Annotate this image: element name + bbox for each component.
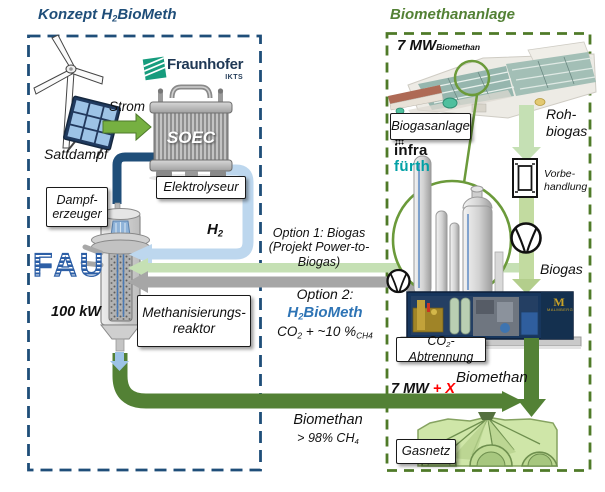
konzept-box-border: [27, 34, 262, 472]
power-label: 100 kW: [51, 304, 101, 320]
co2-separation-container-image: [400, 291, 582, 349]
vorbehandlung-label: Vorbe- handlung: [544, 168, 588, 193]
gasnetz-label-box: Gasnetz: [396, 439, 456, 464]
strom-arrow: [102, 112, 152, 142]
reactor-outlet-arrow: [110, 352, 129, 371]
fau-logo: FAU: [32, 247, 106, 283]
biomethan-pipe-from-reactor: [112, 353, 523, 412]
infra-fuerth-logo: infra fürth: [394, 139, 430, 175]
option2-co2-arrow: [128, 271, 400, 293]
konzept-title: Konzept H2BioMeth: [38, 6, 177, 24]
fraunhofer-logo-icon: [142, 56, 167, 81]
biomethananlage-title: Biomethananlage: [390, 6, 516, 23]
output-capacity-label: 7 MW + X: [391, 381, 456, 397]
sattdampf-label: Sattdampf: [44, 146, 108, 162]
biogas-label: Biogas: [540, 261, 583, 277]
sattdampf-pipe: [112, 152, 162, 204]
infra-dots-icon: [395, 139, 404, 145]
capacity-label: 7 MWBiomethan: [397, 37, 481, 54]
co2-abtrennung-label-box: CO2-Abtrennung: [396, 334, 486, 364]
soec-stack-label: SOEC: [166, 128, 216, 147]
compressor-icon-small: [386, 268, 411, 294]
option1-biogas-arrow: [128, 258, 528, 278]
methanisierungsreaktor-label-box: Methanisierungs- reaktor: [137, 295, 251, 347]
h2biometh-label: H2BioMeth: [287, 304, 363, 322]
biomethan-output-label: Biomethan: [456, 369, 528, 386]
strom-label: Strom: [109, 99, 146, 114]
biomethan-down-arrow: [517, 338, 546, 417]
biogas-plant-photo: [388, 41, 597, 119]
upgrading-towers: [413, 155, 504, 297]
option2-label: Option 2: H2BioMeth CO2 + ~10 %CH4: [260, 285, 390, 341]
elektrolyseur-label-box: Elektrolyseur: [156, 176, 246, 199]
biomethan-quality-label: Biomethan > 98% CH4: [293, 412, 363, 446]
fraunhofer-logo: Fraunhofer IKTS: [167, 56, 244, 81]
solar-panel-icon: [63, 95, 121, 159]
rohbiogas-label: Roh- biogas: [546, 106, 588, 139]
h2-label: H2: [207, 221, 224, 239]
photo-highlight-circle: [453, 59, 491, 97]
rohbiogas-arrow: [512, 105, 541, 162]
option1-label: Option 1: Biogas (Projekt Power-to-Bioga…: [268, 226, 370, 269]
option2-formula: CO2 + ~10 %CH4: [277, 323, 373, 341]
biomethananlage-box-border: [385, 32, 592, 472]
biogasanlage-label-box: Biogasanlage: [390, 113, 471, 140]
compressor-icon-large: [510, 222, 542, 254]
malmberg-logo: M MALMBERG: [547, 295, 574, 312]
vorbehandlung-icon: [512, 158, 538, 198]
dampferzeuger-label-box: Dampf- erzeuger: [46, 187, 108, 227]
